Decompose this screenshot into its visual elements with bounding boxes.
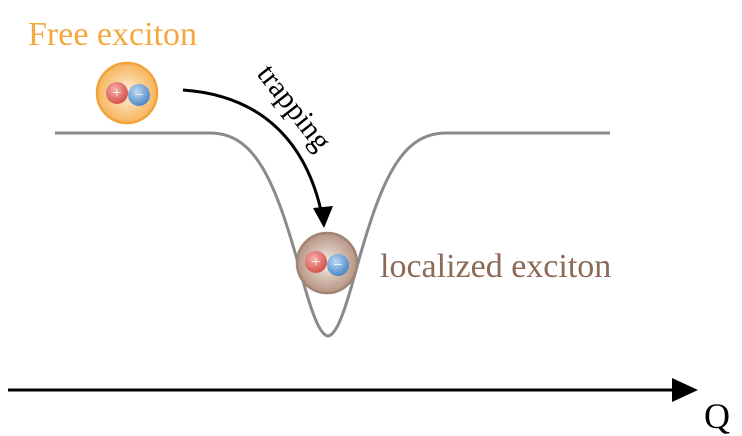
free-exciton-electron — [128, 84, 150, 106]
free-exciton-label: Free exciton — [28, 16, 197, 53]
free-hole-symbol: + — [112, 85, 121, 102]
q-axis-arrowhead — [672, 378, 698, 402]
free-exciton: + − — [95, 61, 159, 125]
localized-electron-symbol: − — [333, 257, 342, 274]
trapping-arrow-head — [313, 206, 333, 228]
trapping-arrow — [182, 88, 324, 216]
localized-exciton-label: localized exciton — [380, 248, 611, 285]
trapping-label: trapping — [250, 58, 338, 157]
localized-exciton-electron — [327, 254, 349, 276]
free-exciton-hole — [106, 82, 128, 104]
potential-well-curve — [55, 131, 610, 338]
localized-exciton: + − — [295, 231, 359, 295]
localized-exciton-glow — [295, 231, 359, 295]
localized-exciton-hole — [305, 251, 327, 273]
free-electron-symbol: − — [134, 87, 143, 104]
localized-hole-symbol: + — [311, 254, 320, 271]
q-axis-label: Q — [704, 396, 730, 436]
